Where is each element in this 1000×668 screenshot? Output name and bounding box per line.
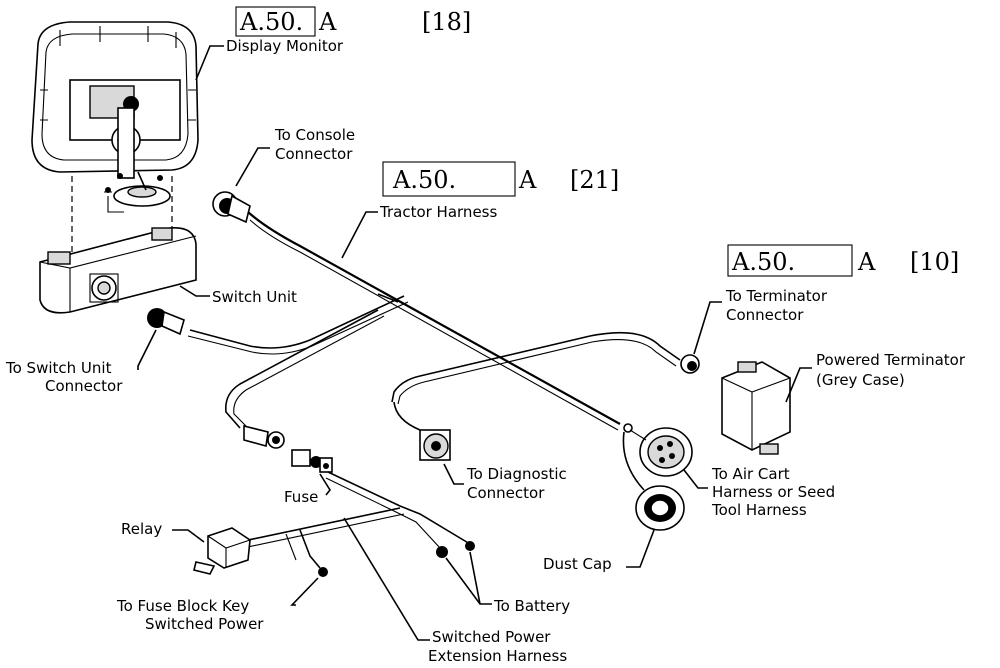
label-diagnostic-2: Connector — [467, 484, 545, 502]
switch-unit-connector-callout: To Switch Unit Connector — [5, 329, 157, 395]
terminator-connector-callout: To Terminator Connector — [693, 287, 828, 355]
display-monitor-callout: Display Monitor — [195, 37, 344, 81]
reference-tractor-harness: A.50. A [21] — [382, 161, 619, 197]
label-console-2: Connector — [275, 145, 353, 163]
label-powered-1: Powered Terminator — [816, 351, 966, 369]
label-air-cart-1: To Air Cart — [711, 465, 790, 483]
extension-harness-callout: Switched Power Extension Harness — [343, 517, 567, 665]
ref-index: [10] — [910, 248, 959, 276]
ref-code: A.50. — [239, 8, 303, 36]
dust-cap-callout: Dust Cap — [543, 529, 655, 573]
label-air-cart-3: Tool Harness — [711, 501, 807, 519]
switch-unit — [39, 227, 197, 314]
terminator-branch — [391, 331, 700, 461]
air-cart-callout: To Air Cart Harness or Seed Tool Harness — [683, 465, 835, 519]
label-battery: To Battery — [493, 597, 570, 615]
ref-index: [18] — [422, 8, 471, 36]
label-terminator-2: Connector — [726, 306, 804, 324]
powered-terminator — [721, 361, 791, 455]
label-extension-2: Extension Harness — [428, 647, 567, 665]
label-tractor-harness: Tractor Harness — [379, 203, 497, 221]
power-branch — [193, 309, 475, 577]
reference-display-monitor: A.50. A [18] — [235, 6, 471, 37]
tractor-harness-callout: Tractor Harness — [341, 203, 497, 259]
ref-code: A.50. — [392, 166, 456, 194]
label-fuse-block-2: Switched Power — [145, 615, 264, 633]
battery-callout: To Battery — [445, 551, 570, 615]
relay-callout: Relay — [121, 520, 205, 543]
reference-powered-terminator: A.50. A [10] — [727, 244, 959, 277]
label-display-monitor: Display Monitor — [226, 37, 344, 55]
label-extension-1: Switched Power — [432, 628, 551, 646]
label-console-1: To Console — [274, 126, 355, 144]
label-diagnostic-1: To Diagnostic — [466, 465, 567, 483]
fuse-callout: Fuse — [284, 473, 331, 506]
label-switch-unit: Switch Unit — [212, 288, 297, 306]
ref-sub: A — [318, 8, 337, 36]
label-relay: Relay — [121, 520, 162, 538]
tractor-harness — [147, 191, 621, 431]
fuse-block-callout: To Fuse Block Key Switched Power — [116, 577, 319, 633]
label-fuse-block-1: To Fuse Block Key — [116, 597, 249, 615]
label-fuse: Fuse — [284, 488, 318, 506]
label-powered-2: (Grey Case) — [816, 371, 905, 389]
ref-sub: A — [857, 248, 876, 276]
console-connector-callout: To Console Connector — [235, 126, 355, 187]
ref-code: A.50. — [731, 248, 795, 276]
powered-terminator-callout: Powered Terminator (Grey Case) — [785, 351, 966, 403]
label-switch-conn-2: Connector — [45, 377, 123, 395]
switch-unit-callout: Switch Unit — [179, 285, 297, 306]
air-cart-connector — [622, 423, 693, 491]
display-monitor — [31, 21, 199, 262]
dust-cap — [635, 485, 685, 531]
label-terminator-1: To Terminator — [725, 287, 828, 305]
label-air-cart-2: Harness or Seed — [712, 483, 835, 501]
label-switch-conn-1: To Switch Unit — [5, 359, 112, 377]
ref-sub: A — [518, 166, 537, 194]
ref-index: [21] — [570, 166, 619, 194]
label-dust-cap: Dust Cap — [543, 555, 612, 573]
diagnostic-connector-callout: To Diagnostic Connector — [443, 463, 567, 502]
